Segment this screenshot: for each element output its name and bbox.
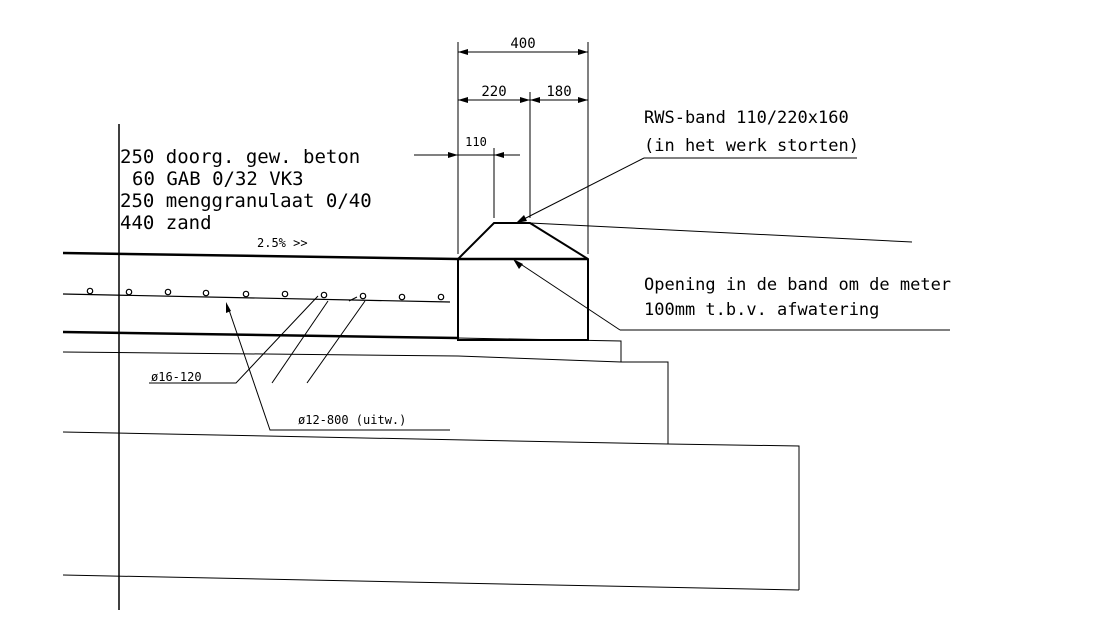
slab-top-line xyxy=(62,251,459,261)
sublayers xyxy=(62,337,800,591)
layer-gab-line xyxy=(62,351,459,357)
band-extension-line xyxy=(529,222,913,243)
opening-note-arrow xyxy=(513,259,523,269)
layer-text-4: 440 zand xyxy=(120,212,212,234)
dim-400-label: 400 xyxy=(510,36,535,52)
dim-arrows-220-180 xyxy=(458,97,588,103)
rebar-cross-leader xyxy=(227,306,450,431)
layer-text-2: 60 GAB 0/32 VK3 xyxy=(132,168,304,190)
rebar-long-label: ø16-120 xyxy=(151,370,202,384)
opening-note-leader xyxy=(515,260,621,331)
rws-band xyxy=(457,222,913,341)
rebar-line xyxy=(62,293,451,303)
slope-label: 2.5% >> xyxy=(257,236,308,250)
rebar-dot xyxy=(125,288,133,296)
layer-menggranulaat-edge xyxy=(457,355,669,444)
leaders xyxy=(149,157,950,431)
layer-gab-edge xyxy=(457,337,622,362)
rebar-dot xyxy=(86,287,94,295)
rebar-dot xyxy=(164,288,172,296)
layer-zand-line xyxy=(62,574,800,591)
opening-note-line2: 100mm t.b.v. afwatering xyxy=(644,300,879,320)
dim-110-label: 110 xyxy=(465,135,487,149)
rebar-dot xyxy=(281,290,289,298)
opening-note-line1: Opening in de band om de meter xyxy=(644,275,951,295)
band-note-line2: (in het werk storten) xyxy=(644,136,859,156)
band-note-arrow xyxy=(516,215,527,223)
band-note-line1: RWS-band 110/220x160 xyxy=(644,108,849,128)
layer-text-1: 250 doorg. gew. beton xyxy=(120,146,360,168)
dim-220-label: 220 xyxy=(481,84,506,100)
rebar-dot xyxy=(320,291,328,299)
rebar-cross-label: ø12-800 (uitw.) xyxy=(298,413,406,427)
dimensions xyxy=(430,42,589,254)
rebar-long-leader-2 xyxy=(271,300,329,384)
rebar-dot xyxy=(359,292,367,300)
rebar-long-leader-3 xyxy=(306,300,366,384)
rebar-dots xyxy=(86,287,445,301)
rebar-dot xyxy=(398,293,406,301)
rebar-long-tick xyxy=(348,296,358,302)
layer-menggranulaat-line xyxy=(62,431,669,445)
rebar-dot xyxy=(437,293,445,301)
rebar-dot xyxy=(202,289,210,297)
rebar-dot xyxy=(242,290,250,298)
layer-zand-edge xyxy=(667,443,800,590)
band-note-leader xyxy=(519,157,645,222)
band-outline xyxy=(457,222,589,341)
layer-text-3: 250 menggranulaat 0/40 xyxy=(120,190,372,212)
rebar-long-leader-1 xyxy=(149,295,319,384)
rebar-cross-arrow xyxy=(226,302,231,313)
slab-bottom-line xyxy=(62,330,459,340)
dim-180-label: 180 xyxy=(546,84,571,100)
